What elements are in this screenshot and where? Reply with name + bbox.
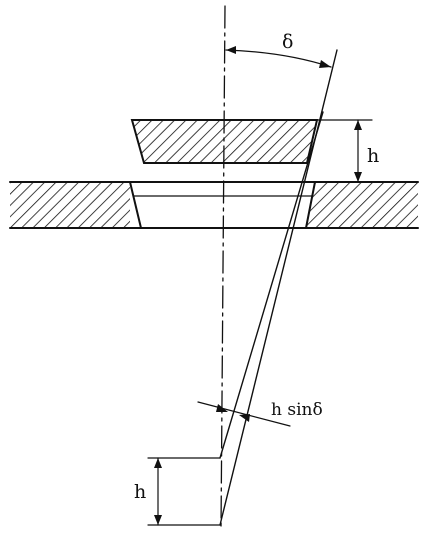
center-axis	[220, 5, 226, 531]
upper-plug	[130, 119, 319, 164]
dim-top-arrow-up	[354, 120, 362, 130]
plate-right-section	[306, 182, 418, 228]
offset-dim-line	[197, 401, 291, 427]
height-label-bottom: h	[134, 481, 146, 503]
angle-arrowhead-left	[226, 46, 236, 54]
height-label-top: h	[367, 145, 379, 167]
dim-bottom-arrow-up	[154, 458, 162, 468]
offset-line	[219, 111, 324, 459]
angle-label: δ	[282, 31, 293, 53]
angle-arc	[225, 49, 332, 68]
hole-left-wall	[129, 181, 142, 229]
angle-arrowhead-right	[319, 60, 331, 68]
dim-bottom-arrow-down	[154, 515, 162, 525]
hole-right-wall	[305, 181, 316, 229]
offset-label: h sinδ	[271, 400, 323, 420]
offset-arrow-a	[216, 404, 228, 412]
dim-top-arrow-down	[354, 172, 362, 182]
plate-left-section	[10, 182, 130, 228]
offset-arrow-b	[239, 414, 250, 422]
